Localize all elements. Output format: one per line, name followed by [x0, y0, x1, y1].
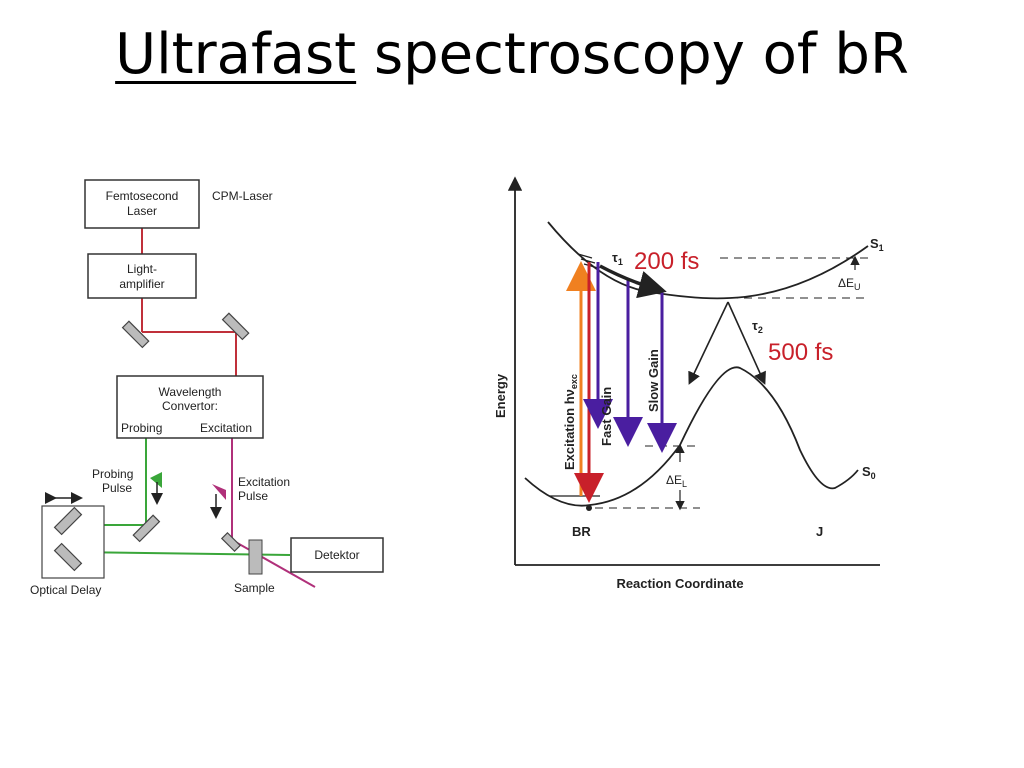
- optical-delay-label: Optical Delay: [30, 583, 101, 597]
- excitation-pulse-marker: [212, 484, 226, 500]
- title-underlined: Ultrafast: [115, 22, 357, 87]
- laser-label-2: Laser: [127, 204, 157, 218]
- tau1-label: τ1: [612, 250, 623, 267]
- laser-label-1: Femtosecond: [106, 189, 179, 203]
- fast-gain-label: Fast Gain: [599, 387, 614, 446]
- title-rest: spectroscopy of bR: [356, 22, 909, 87]
- probing-pulse-marker: [150, 472, 162, 488]
- s1-curve: [547, 221, 869, 300]
- br-label: BR: [572, 524, 591, 539]
- femtosecond-laser-box: [84, 179, 200, 229]
- tau1-value: 200 fs: [634, 248, 699, 275]
- s1-label: S1: [870, 236, 884, 253]
- energy-diagram: Energy Reaction Coordinate: [493, 176, 884, 591]
- amp-label-2: amplifier: [119, 277, 164, 291]
- excitation-label: Excitation: [200, 421, 252, 435]
- delay-mirror-1: [53, 506, 83, 536]
- mirror-2: [221, 312, 250, 341]
- tau2-label: τ2: [752, 318, 763, 335]
- tau2-arrow-right: [727, 301, 766, 385]
- excitation-pulse-label-1: Excitation: [238, 475, 290, 489]
- sample-cell: [248, 539, 263, 575]
- wc-label-2: Convertor:: [162, 399, 218, 413]
- j-label: J: [816, 524, 823, 539]
- wavelength-convertor-box: [116, 375, 264, 439]
- x-axis-label: Reaction Coordinate: [616, 576, 743, 591]
- setup-diagram: Femtosecond Laser CPM-Laser Light- ampli…: [30, 179, 384, 597]
- magenta-beam: [231, 438, 316, 588]
- detektor-label: Detektor: [314, 548, 359, 562]
- tau2-arrow-left: [688, 301, 729, 385]
- delta-el-label: ΔEL: [666, 473, 687, 489]
- delay-mirror-2: [53, 542, 83, 572]
- tau1-arrow: [599, 264, 667, 299]
- delta-eu-label: ΔEU: [838, 276, 861, 292]
- s0-curve: [524, 366, 859, 507]
- mirror-3: [132, 514, 161, 543]
- slow-gain-label: Slow Gain: [646, 349, 661, 412]
- y-axis-label: Energy: [493, 373, 508, 418]
- cpm-laser-label: CPM-Laser: [212, 189, 273, 203]
- wc-label-1: Wavelength: [159, 385, 222, 399]
- probing-pulse-label-2: Pulse: [102, 481, 132, 495]
- detektor-box: [290, 537, 384, 573]
- sample-label: Sample: [234, 581, 275, 595]
- s0-label: S0: [862, 464, 876, 481]
- tau2-value: 500 fs: [768, 339, 833, 366]
- mirror-1: [121, 320, 150, 349]
- light-amplifier-box: [87, 253, 197, 299]
- probing-label: Probing: [121, 421, 162, 435]
- slide-title: Ultrafast spectroscopy of bR: [0, 22, 1024, 87]
- excitation-vertical-label: Excitation hνexc: [562, 374, 579, 470]
- excitation-pulse-label-2: Pulse: [238, 489, 268, 503]
- probing-pulse-label-1: Probing: [92, 467, 133, 481]
- red-beam: [141, 228, 237, 376]
- amp-label-1: Light-: [127, 262, 157, 276]
- mirror-4: [220, 531, 242, 553]
